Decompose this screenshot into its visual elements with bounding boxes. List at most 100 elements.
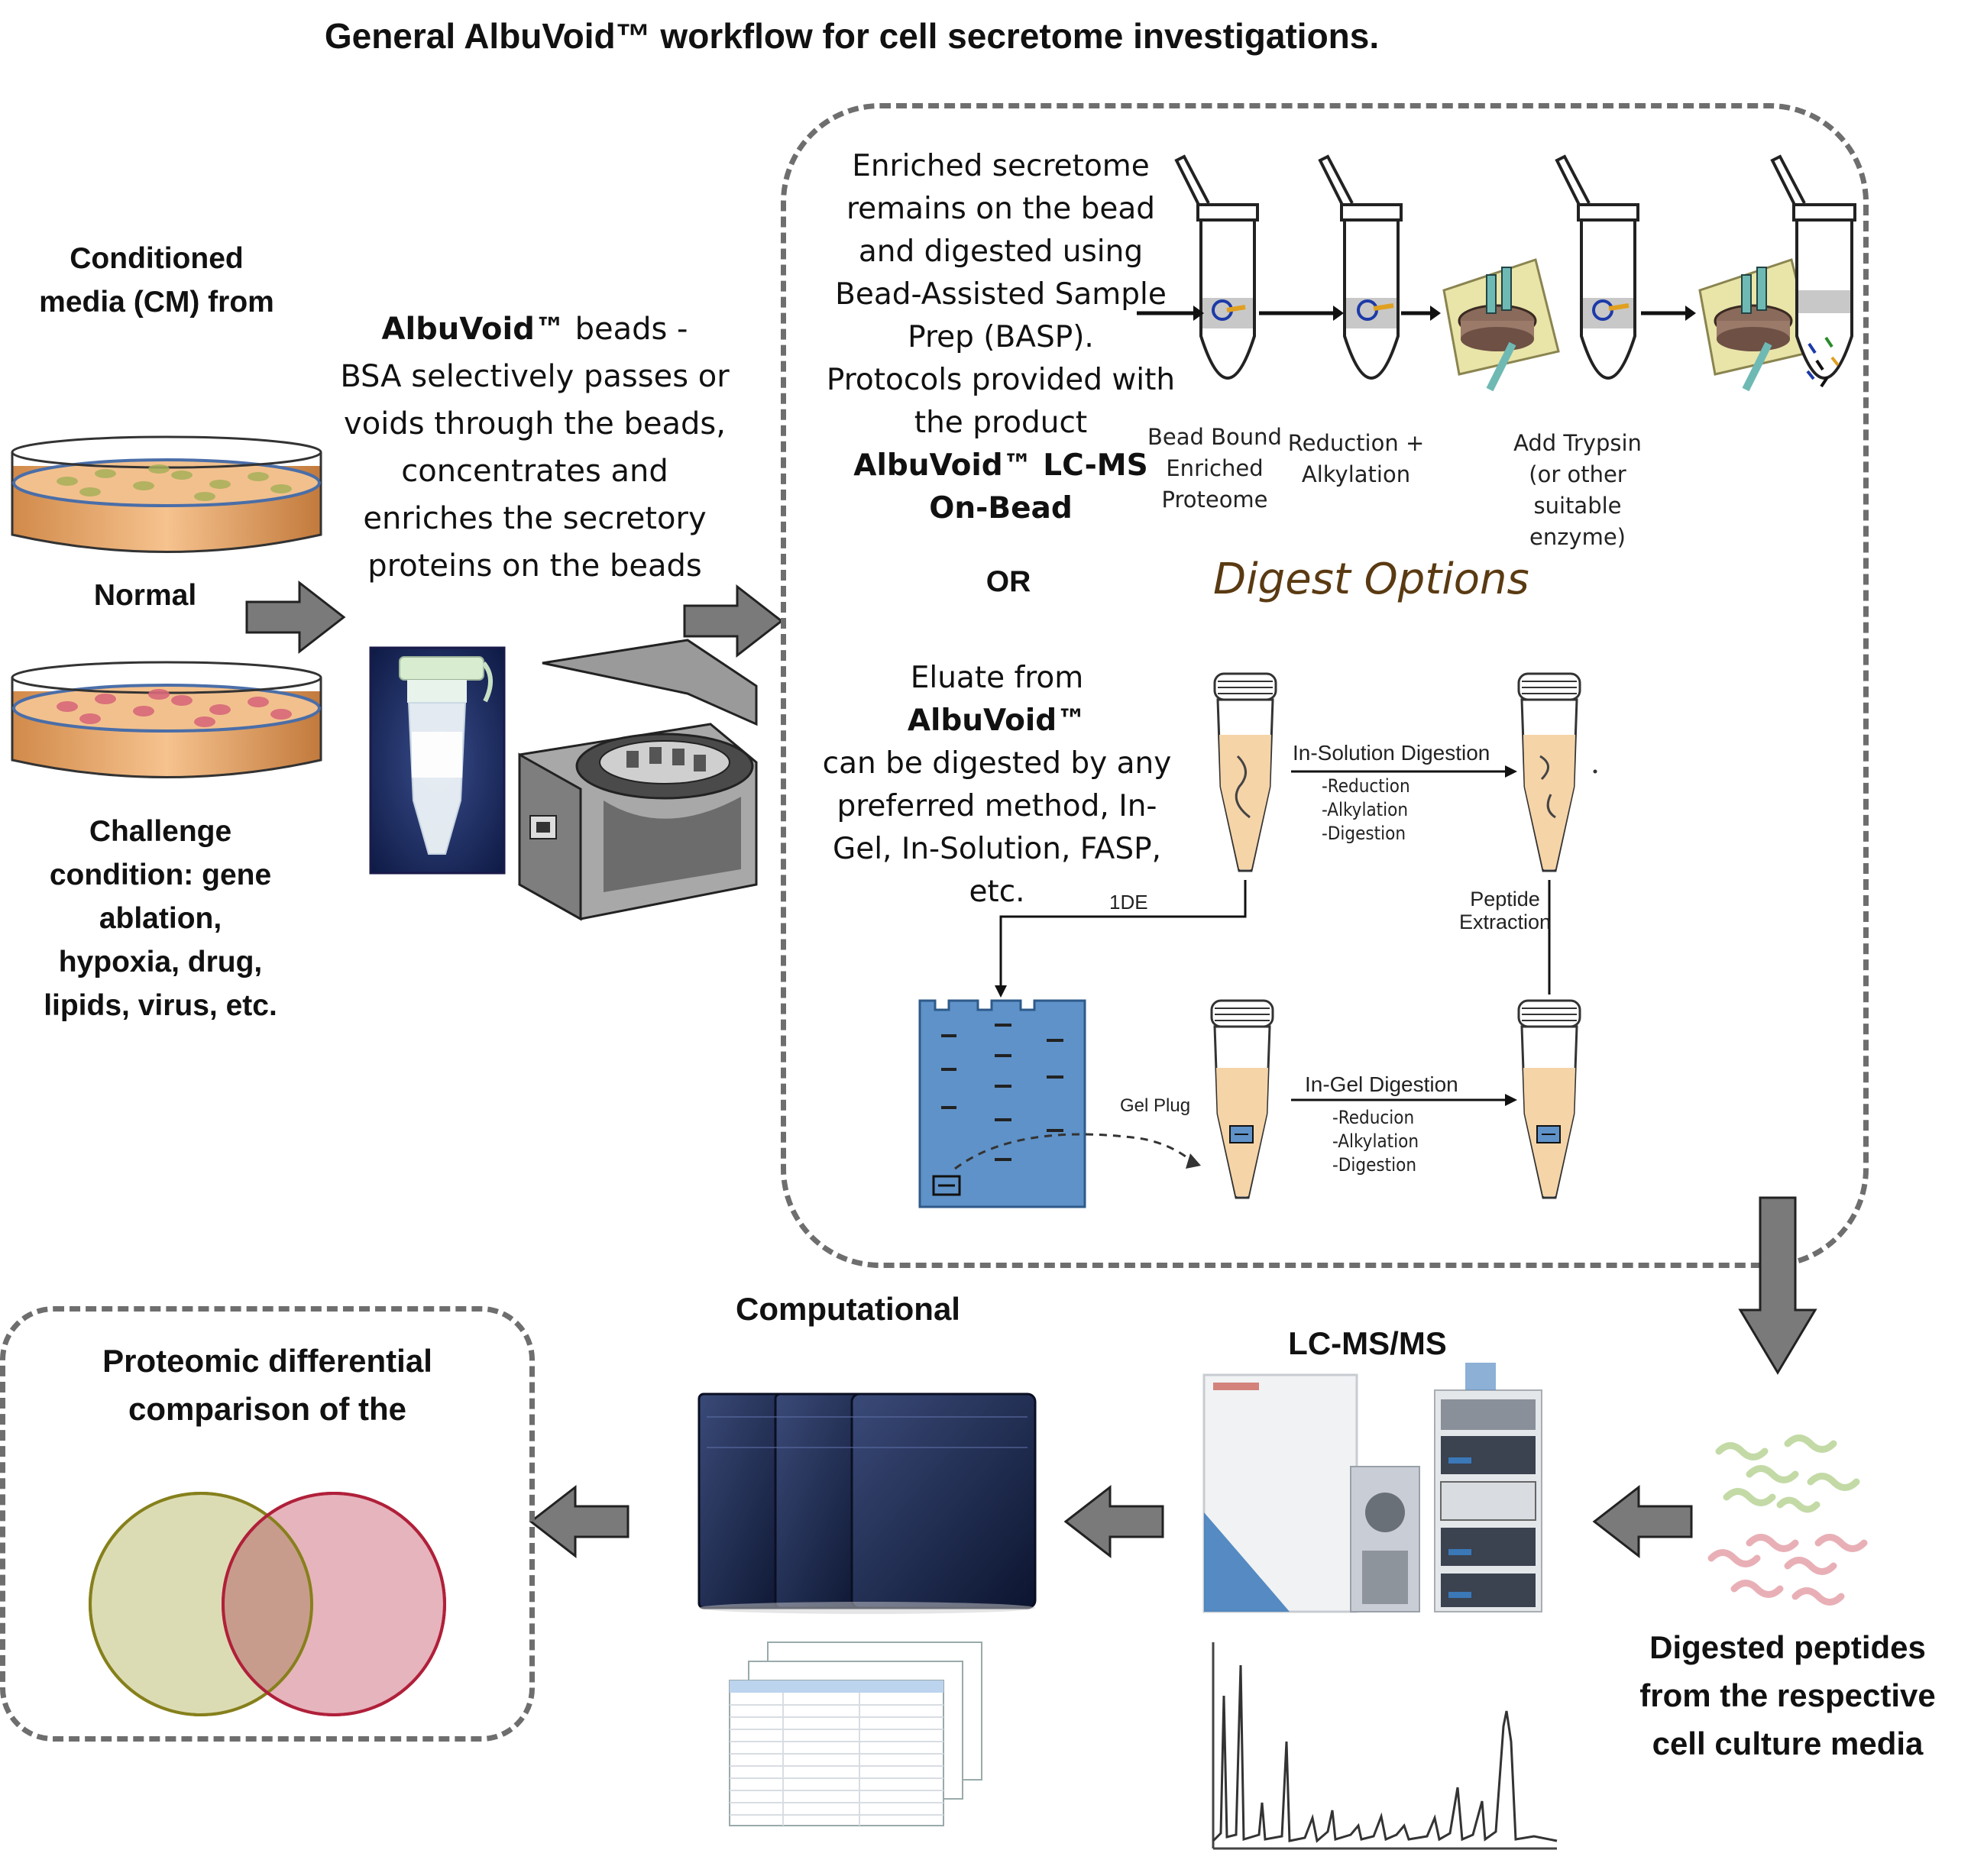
cm-heading: Conditioned media (CM) from [31, 237, 283, 324]
in-gel-step: -Alkylation [1332, 1130, 1419, 1152]
step-label-line: Proteome [1161, 487, 1268, 513]
in-solution-steps: -Reduction -Alkylation -Digestion [1322, 775, 1410, 846]
in-gel-steps: -Reducion -Alkylation -Digestion [1332, 1106, 1419, 1177]
challenge-label-line: hypoxia, drug, [58, 946, 263, 978]
step-label-line: Alkylation [1301, 461, 1411, 487]
on-bead-line: Protocols provided with [826, 363, 1176, 397]
digestion-heater-icon [1698, 258, 1816, 392]
proteomic-comparison-panel [0, 1306, 535, 1742]
step-label-line: Add Trypsin [1513, 430, 1642, 456]
digest-options-label: Digest Options [1213, 555, 1529, 604]
arrow-right-icon [245, 580, 346, 655]
albuvoid-bead-tube-icon [369, 646, 506, 875]
digested-tube-icon [1770, 154, 1856, 388]
digested-label-line: cell culture media [1652, 1726, 1924, 1761]
peptide-extraction-line: Peptide [1470, 888, 1540, 911]
step-label-line: Enriched [1166, 455, 1264, 481]
step-bead-bound-label: Bead Bound Enriched Proteome [1131, 422, 1299, 516]
in-gel-title: In-Gel Digestion [1305, 1072, 1458, 1096]
challenge-label: Challenge condition: gene ablation, hypo… [15, 810, 306, 1027]
on-bead-line: Enriched secretome [852, 149, 1150, 183]
page-title: General AlbuVoid™ workflow for cell secr… [324, 16, 1380, 56]
basp-workflow-diagram [1137, 154, 1856, 392]
on-bead-line: Bead-Assisted Sample [835, 277, 1167, 312]
lcms-label: LC-MS/MS [1288, 1325, 1447, 1361]
arrow-left-icon [529, 1484, 629, 1559]
normal-petri-dish-icon [11, 435, 322, 553]
proteomic-label-line: comparison of the [128, 1391, 407, 1427]
in-solution-tube-icon [1517, 672, 1581, 872]
step-label-line: (or other [1529, 461, 1626, 487]
peptide-extraction-line: Extraction [1458, 911, 1552, 933]
challenge-label-line: ablation, [99, 902, 222, 935]
centrifuge-icon [518, 639, 758, 921]
digestion-heater-icon [1442, 258, 1560, 392]
beads-description-line: enriches the secretory [363, 501, 707, 536]
beads-description-line: voids through the beads, [344, 406, 726, 442]
digested-label-line: Digested peptides [1649, 1629, 1926, 1665]
gel-plug-tube-icon [1210, 999, 1274, 1199]
cm-heading-line: Conditioned [70, 242, 244, 275]
venn-diagram-icon [89, 1492, 446, 1716]
step-trypsin-label: Add Trypsin (or other suitable enzyme) [1490, 428, 1665, 553]
beads-description-line: concentrates and [401, 454, 668, 489]
digest-options-panel [781, 103, 1869, 1268]
eluate-line: can be digested by any [822, 746, 1172, 781]
digested-label-line: from the respective [1639, 1677, 1936, 1713]
normal-label: Normal [93, 579, 197, 612]
albuvoid-brand: AlbuVoid™ [907, 704, 1087, 738]
gel-1de-icon [918, 999, 1086, 1208]
on-bead-line: the product [914, 406, 1088, 440]
computational-label: Computational [736, 1291, 960, 1327]
on-bead-line: Prep (BASP). [908, 320, 1094, 354]
digested-peptides-icon [1707, 1434, 1868, 1606]
in-solution-title: In-Solution Digestion [1293, 741, 1490, 765]
eluate-tube-icon [1213, 672, 1277, 872]
beads-description-text: beads - [565, 312, 688, 347]
arrow-down-icon [1738, 1196, 1817, 1375]
mass-spectrum-chart-icon [1212, 1642, 1558, 1850]
step-label-line: Reduction + [1287, 430, 1425, 456]
server-racks-icon [697, 1392, 1037, 1614]
beads-description-line: proteins on the beads [367, 548, 702, 584]
in-gel-step: -Reducion [1332, 1107, 1415, 1128]
on-bead-product-name: AlbuVoid™ LC-MS [853, 448, 1148, 483]
digested-peptides-label: Digested peptides from the respective ce… [1604, 1623, 1971, 1768]
eluate-line: etc. [969, 875, 1025, 909]
step-reduction-label: Reduction + Alkylation [1272, 428, 1440, 490]
in-solution-step: -Reduction [1322, 775, 1410, 797]
onede-label: 1DE [1109, 891, 1148, 914]
eluate-description: Eluate from AlbuVoid™ can be digested by… [821, 657, 1173, 914]
step-label-line: suitable [1533, 493, 1622, 519]
arrow-right-icon [683, 584, 784, 658]
data-tables-icon [729, 1642, 982, 1826]
eluate-line: Eluate from AlbuVoid™ [821, 657, 1173, 742]
proteomic-label-line: Proteomic differential [102, 1343, 432, 1379]
albuvoid-brand: AlbuVoid™ [381, 312, 565, 347]
lc-ms-instrument-icon [1202, 1363, 1542, 1613]
arrow-left-icon [1063, 1484, 1164, 1559]
beads-description-line: AlbuVoid™ beads - [321, 306, 749, 353]
on-bead-product-name: On-Bead [929, 491, 1073, 526]
challenge-petri-dish-icon [11, 661, 322, 778]
in-gel-step: -Digestion [1332, 1154, 1417, 1176]
proteomic-comparison-label: Proteomic differential comparison of the [15, 1337, 519, 1433]
in-solution-step: -Digestion [1322, 823, 1406, 844]
bead-bound-tube-icon [1174, 154, 1259, 380]
or-label: OR [986, 565, 1031, 598]
digestion-methods-diagram [918, 672, 1597, 1208]
trypsin-tube-icon [1555, 154, 1639, 380]
peptide-extraction-label: Peptide Extraction [1436, 888, 1574, 933]
step-label-line: Bead Bound [1147, 424, 1282, 450]
beads-description: AlbuVoid™ beads - BSA selectively passes… [321, 306, 749, 590]
in-gel-tube-icon [1517, 999, 1581, 1199]
cm-heading-line: media (CM) from [39, 286, 274, 319]
eluate-text: Eluate from [910, 661, 1084, 695]
eluate-line: preferred method, In- [837, 789, 1157, 823]
on-bead-line: and digested using [858, 234, 1144, 269]
step-label-line: enzyme) [1529, 524, 1626, 550]
beads-description-line: BSA selectively passes or [340, 359, 730, 394]
on-bead-description: Enriched secretome remains on the bead a… [810, 145, 1192, 530]
challenge-label-line: condition: gene [49, 859, 272, 891]
eluate-line: Gel, In-Solution, FASP, [832, 832, 1161, 866]
